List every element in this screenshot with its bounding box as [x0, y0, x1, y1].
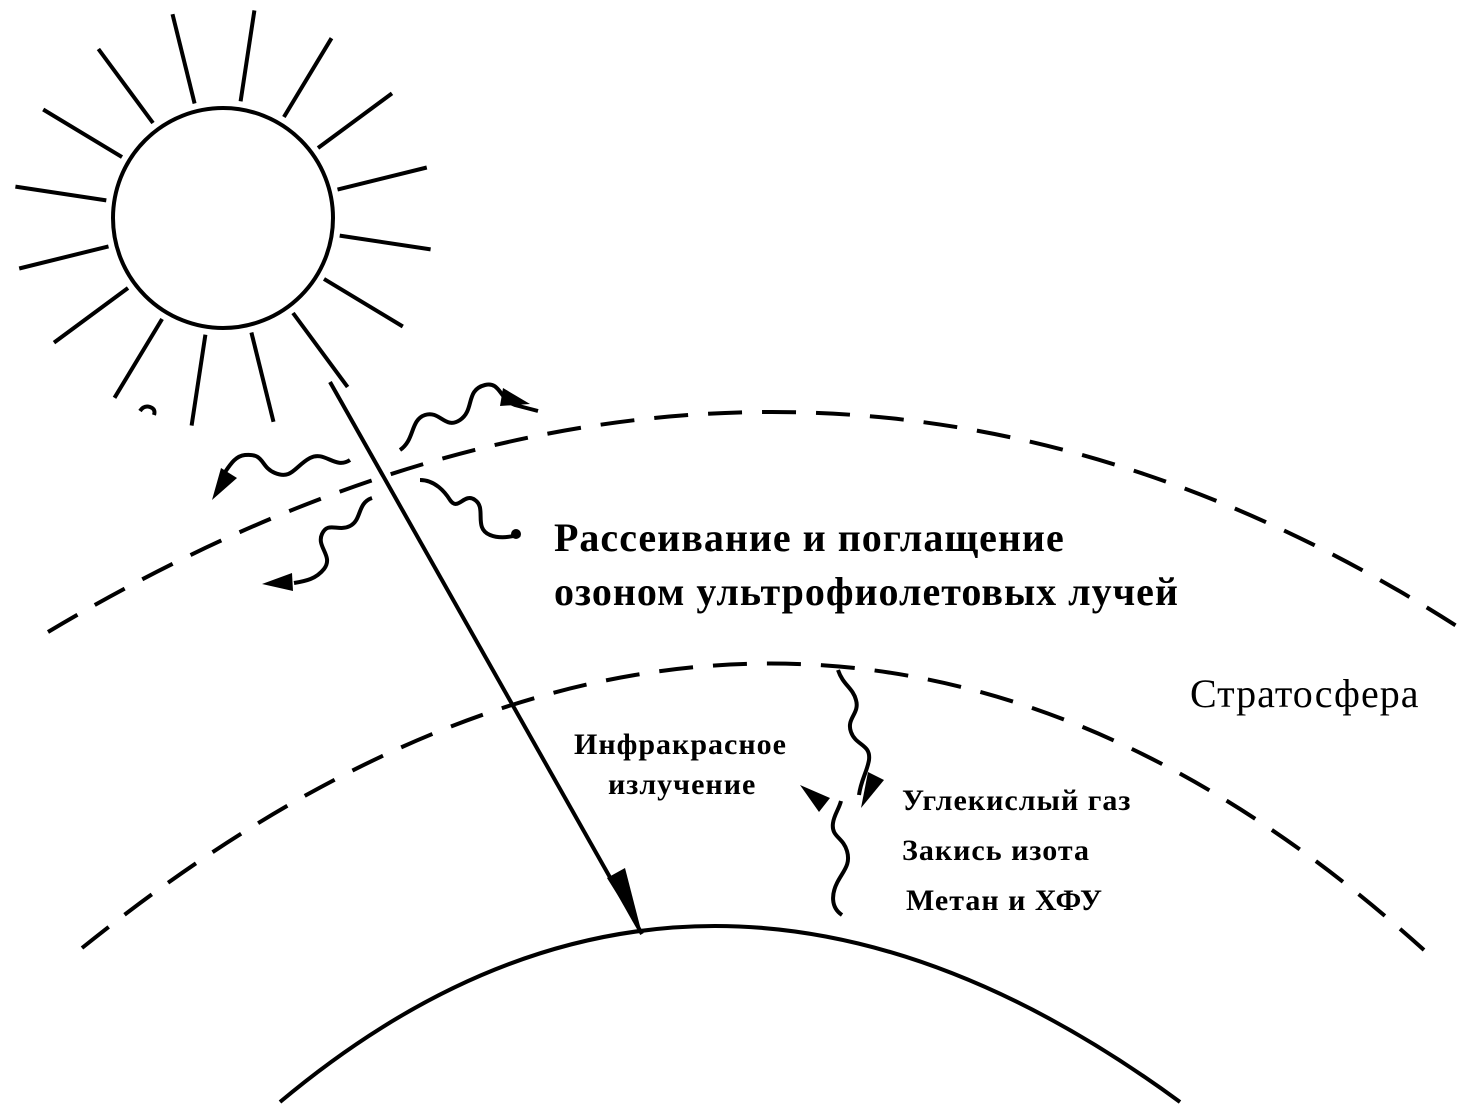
sun-ray — [18, 244, 109, 271]
sun-ray — [339, 233, 431, 252]
sun-ray — [15, 184, 107, 203]
gas-n2o-label: Закись изота — [902, 834, 1090, 867]
stratosphere-label: Стратосфера — [1190, 671, 1420, 716]
infrared-label-line2: излучение — [608, 768, 757, 801]
sun-ray — [42, 107, 124, 159]
gas-co2-label: Углекислый газ — [902, 784, 1132, 817]
uv-wave-upper-right — [398, 382, 539, 452]
sun-ray — [189, 334, 208, 426]
infrared-wave-up — [830, 800, 850, 917]
scattering-label-line2: озоном ультрофиолетовых лучей — [554, 569, 1179, 614]
incoming-solar-ray — [328, 381, 644, 935]
sun-ray — [291, 311, 350, 389]
sun-ray — [52, 286, 130, 345]
sun-ray — [112, 317, 164, 399]
stratosphere-boundary — [80, 661, 1426, 952]
sun-ray — [282, 37, 334, 119]
sun-ray — [249, 332, 276, 423]
sun-ray — [337, 165, 428, 192]
sun-icon — [15, 10, 431, 426]
uv-wave-to-label — [419, 478, 521, 540]
gas-ch4-label: Метан и ХФУ — [906, 884, 1103, 917]
infrared-wave-down — [836, 669, 872, 796]
incoming-ray-arrowhead — [607, 868, 642, 934]
earth-surface — [278, 924, 1182, 1104]
infrared-label-line1: Инфракрасное — [574, 728, 787, 761]
scattered-uv-waves — [212, 382, 884, 917]
uv-wave-down-left — [293, 496, 373, 585]
outer-atmosphere-boundary — [46, 410, 1474, 638]
uv-wave-left — [221, 452, 352, 477]
sun-ray — [322, 277, 404, 329]
sun-ray — [238, 10, 257, 102]
sun-ray — [96, 47, 155, 125]
sun-ray — [316, 91, 394, 150]
sun-ray — [170, 13, 197, 104]
scattering-label-line1: Рассеивание и поглащение — [554, 515, 1065, 560]
